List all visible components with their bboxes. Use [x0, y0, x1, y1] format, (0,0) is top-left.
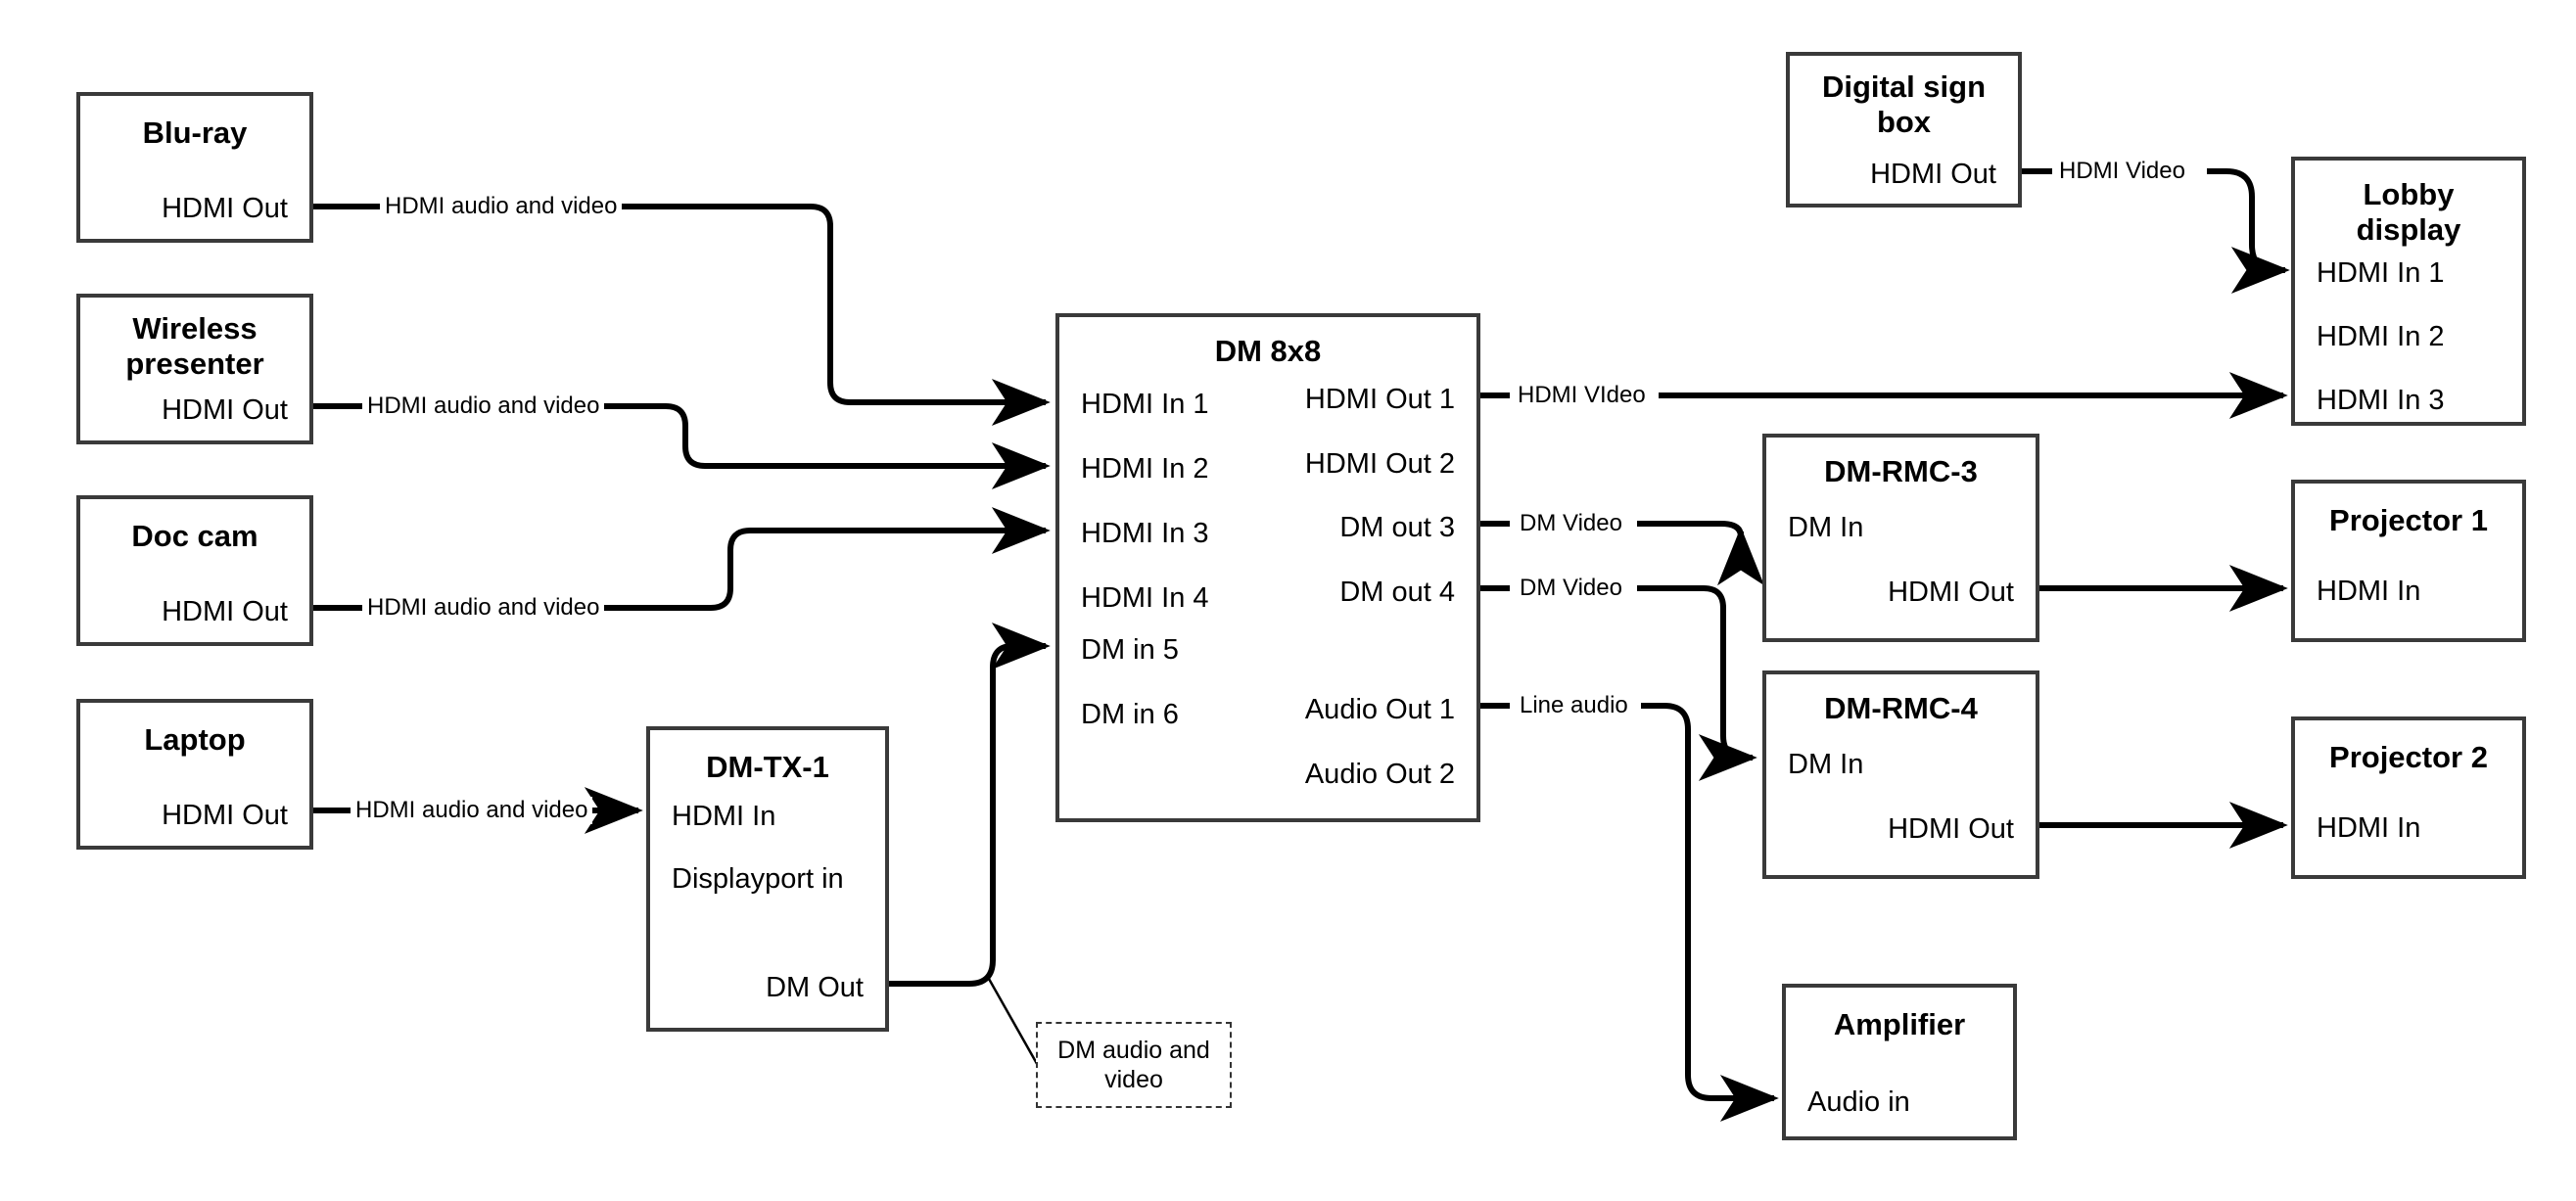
port-dm-rmc-3-dm-in: DM In	[1788, 512, 1864, 543]
node-doc-cam[interactable]: Doc cam HDMI Out	[76, 495, 313, 646]
port-dm-rmc-4-hdmi-out: HDMI Out	[1888, 813, 2014, 845]
node-wireless-presenter[interactable]: Wireless presenter HDMI Out	[76, 294, 313, 444]
port-dm-8x8-audio-out-1: Audio Out 1	[1304, 694, 1455, 725]
port-dm-rmc-4-dm-in: DM In	[1788, 749, 1864, 780]
node-digital-sign-box-title: Digital sign box	[1821, 69, 1987, 139]
port-lobby-display-hdmi-in-1: HDMI In 1	[2317, 257, 2445, 289]
port-blu-ray-hdmi-out: HDMI Out	[162, 193, 288, 224]
port-laptop-hdmi-out: HDMI Out	[162, 800, 288, 831]
port-wireless-presenter-hdmi-out: HDMI Out	[162, 394, 288, 426]
port-dm-8x8-dm-in-5: DM in 5	[1081, 634, 1179, 666]
node-laptop-title: Laptop	[144, 722, 246, 757]
node-laptop[interactable]: Laptop HDMI Out	[76, 699, 313, 850]
wire-label-dmout4-to-rmc4: DM Video	[1515, 575, 1627, 602]
node-doc-cam-title: Doc cam	[131, 519, 258, 553]
node-dm-rmc-3[interactable]: DM-RMC-3 DM In HDMI Out	[1762, 434, 2039, 642]
node-dm-8x8-title: DM 8x8	[1214, 334, 1322, 368]
wire-label-wireless-to-dm: HDMI audio and video	[362, 393, 605, 420]
port-projector-1-hdmi-in: HDMI In	[2317, 576, 2421, 607]
port-projector-2-hdmi-in: HDMI In	[2317, 812, 2421, 844]
wire-label-dmout3-to-rmc3: DM Video	[1515, 510, 1627, 537]
wire-label-laptop-to-tx: HDMI audio and video	[351, 797, 593, 824]
wire-dmout4-to-rmc4-run	[1637, 585, 1757, 781]
node-dm-8x8[interactable]: DM 8x8 HDMI In 1 HDMI In 2 HDMI In 3 HDM…	[1055, 313, 1480, 822]
port-doc-cam-hdmi-out: HDMI Out	[162, 596, 288, 627]
port-digital-sign-box-hdmi-out: HDMI Out	[1870, 159, 1996, 190]
node-amplifier[interactable]: Amplifier Audio in	[1782, 984, 2017, 1140]
wire-label-hdmiout1-to-lobby: HDMI VIdeo	[1513, 382, 1651, 409]
port-dm-8x8-hdmi-out-1: HDMI Out 1	[1304, 384, 1455, 415]
wire-label-doccam-to-dm: HDMI audio and video	[362, 594, 605, 622]
port-dm-8x8-dm-out-3: DM out 3	[1339, 512, 1455, 543]
port-dm-8x8-hdmi-in-3: HDMI In 3	[1081, 518, 1209, 549]
wire-bluray-to-dm8x8	[313, 204, 1051, 426]
port-lobby-display-hdmi-in-2: HDMI In 2	[2317, 321, 2445, 352]
node-digital-sign-box[interactable]: Digital sign box HDMI Out	[1786, 52, 2022, 208]
wire-label-bluray-to-dm: HDMI audio and video	[380, 193, 623, 220]
wire-dmtx1-to-dm8x8	[889, 623, 1051, 987]
node-dm-rmc-4-title: DM-RMC-4	[1824, 691, 1978, 725]
wire-audioout1-to-amp-run	[1641, 703, 1779, 1122]
wire-sign-to-lobby-run	[2207, 168, 2290, 294]
wire-label-audioout1-to-amp: Line audio	[1515, 692, 1633, 719]
node-dm-tx-1[interactable]: DM-TX-1 HDMI In Displayport in DM Out	[646, 726, 889, 1032]
wire-label-sign-to-lobby: HDMI Video	[2054, 158, 2190, 185]
annotation-dm-audio-and-video: DM audio and video	[1036, 1022, 1232, 1108]
node-amplifier-title: Amplifier	[1833, 1007, 1966, 1041]
node-dm-tx-1-title: DM-TX-1	[706, 750, 829, 784]
node-projector-2[interactable]: Projector 2 HDMI In	[2291, 716, 2526, 879]
port-dm-tx-1-dm-out: DM Out	[766, 972, 864, 1003]
port-dm-8x8-dm-out-4: DM out 4	[1339, 577, 1455, 608]
port-dm-tx-1-displayport-in: Displayport in	[672, 863, 844, 895]
port-dm-8x8-hdmi-in-1: HDMI In 1	[1081, 389, 1209, 420]
node-projector-1[interactable]: Projector 1 HDMI In	[2291, 480, 2526, 642]
node-dm-rmc-3-title: DM-RMC-3	[1824, 454, 1978, 488]
wire-dmout3-to-rmc3-run	[1637, 521, 1764, 586]
port-dm-8x8-hdmi-in-2: HDMI In 2	[1081, 453, 1209, 485]
port-lobby-display-hdmi-in-3: HDMI In 3	[2317, 385, 2445, 416]
port-dm-8x8-dm-in-6: DM in 6	[1081, 699, 1179, 730]
node-projector-2-title: Projector 2	[2329, 740, 2488, 774]
node-dm-rmc-4[interactable]: DM-RMC-4 DM In HDMI Out	[1762, 670, 2039, 879]
port-amplifier-audio-in: Audio in	[1807, 1086, 1910, 1118]
node-blu-ray[interactable]: Blu-ray HDMI Out	[76, 92, 313, 243]
node-lobby-display-title: Lobby display	[2356, 177, 2461, 247]
port-dm-rmc-3-hdmi-out: HDMI Out	[1888, 577, 2014, 608]
port-dm-8x8-audio-out-2: Audio Out 2	[1304, 759, 1455, 790]
port-dm-tx-1-hdmi-in: HDMI In	[672, 801, 776, 832]
node-projector-1-title: Projector 1	[2329, 503, 2488, 537]
node-wireless-presenter-title: Wireless presenter	[125, 311, 264, 381]
node-lobby-display[interactable]: Lobby display HDMI In 1 HDMI In 2 HDMI I…	[2291, 157, 2526, 426]
node-blu-ray-title: Blu-ray	[142, 115, 248, 150]
leader-dm-audio-video-note	[987, 978, 1042, 1070]
port-dm-8x8-hdmi-in-4: HDMI In 4	[1081, 582, 1209, 614]
port-dm-8x8-hdmi-out-2: HDMI Out 2	[1304, 448, 1455, 480]
